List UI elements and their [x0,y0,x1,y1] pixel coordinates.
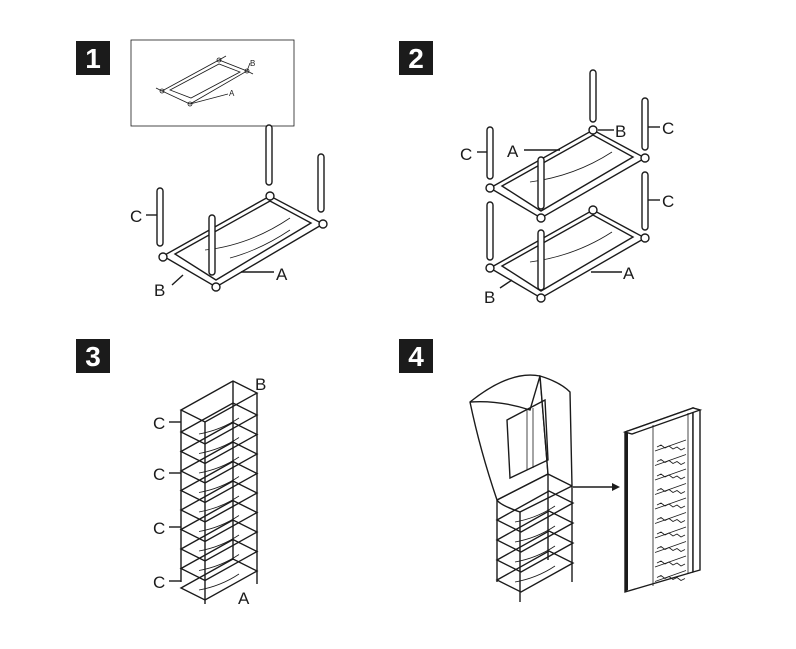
step-2-badge [399,41,433,75]
step-3-shelf-curve [198,573,240,591]
step-3-shelf-curve [198,515,240,532]
step-4-shelf-curve [514,545,556,563]
step-3-label-b: B [255,375,266,394]
step-3-shelf [179,480,259,523]
finished-shelf-mark [656,560,686,567]
finished-shelf-mark [656,488,686,494]
step-3-label-c3: C [153,519,165,538]
step-4-shelf-curve [514,505,556,523]
step-4: 4 [399,339,703,602]
step-2-label-a-bottom: A [623,264,635,283]
finished-shelf-line [654,439,687,452]
finished-shelf-line [654,570,687,582]
step-2-number: 2 [408,43,424,74]
finished-shelf-mark [656,517,686,523]
step-4-shelf-curve [514,525,556,543]
finished-shelf-mark [656,531,686,538]
step-4-finished-unit [622,407,703,593]
step-3-shelf [179,441,259,484]
step-3-shelf-curve [198,437,240,454]
step-3-label-c1: C [153,414,165,433]
step-3-shelf [179,519,259,562]
step-4-number: 4 [408,341,424,372]
step-3-shelf-curve [198,495,240,513]
inset-label-a: A [229,89,235,98]
step-3-label-c2: C [153,465,165,484]
step-3-number: 3 [85,341,101,372]
step-3-badge [76,339,110,373]
step-2-label-c-left: C [460,145,472,164]
step-3-shelf [179,558,259,601]
step-2-label-b-bottom: B [484,288,495,307]
finished-shelf-line [654,541,687,553]
step-3-shelf [179,538,259,582]
step-3-shelf [179,402,259,445]
step-3-label-c4: C [153,573,165,592]
step-1-label-c: C [130,207,142,226]
step-2-label-a: A [507,142,519,161]
step-1-badge [76,41,110,75]
finished-shelf-mark [656,459,686,465]
step-2-bottom-shelf [485,205,650,303]
step-3-shelf-curve [198,534,240,552]
step-4-arrow [573,483,620,491]
step-1-label-b: B [154,281,165,300]
step-1-poles [156,124,325,276]
step-4-shelf [495,490,575,533]
finished-shelf-mark [656,473,686,480]
finished-shelf-mark [656,575,686,581]
finished-shelf-line [654,483,687,495]
step-2: 2 [399,41,674,307]
step-3: 3 B C C C C A [76,339,266,608]
step-4-shelf [495,510,575,553]
finished-shelf-line [654,526,687,539]
finished-shelf-line [654,512,687,524]
step-4-cover [469,374,573,513]
step-4-shelf-curve [514,565,556,583]
step-1: 1 B A [76,39,328,300]
finished-shelf-line [654,497,687,510]
finished-shelf-mark [656,502,686,509]
step-2-label-b-top: B [615,122,626,141]
step-1-label-a: A [276,265,288,284]
step-1-shelf-frame [158,191,328,292]
step-3-shelf [179,460,259,504]
step-2-poles [486,69,649,291]
step-2-label-c-mid-right: C [662,192,674,211]
step-4-partial-tower [495,474,575,602]
step-3-tower [179,380,259,604]
step-3-shelf-curve [198,417,240,435]
finished-shelf-line [654,468,687,481]
inset-label-b: B [250,59,255,68]
step-3-shelf [179,499,259,543]
finished-shelf-line [654,555,687,568]
step-4-badge [399,339,433,373]
step-3-shelf-curve [198,456,240,474]
step-3-shelf-curve [198,476,240,493]
step-1-number: 1 [85,43,101,74]
finished-shelf-line [654,454,687,466]
step-2-label-c-top-right: C [662,119,674,138]
finished-shelf-mark [656,546,686,552]
step-3-label-a: A [238,589,250,608]
step-1-inset: B A [130,39,295,127]
step-4-shelf [495,530,575,573]
step-3-shelf-curve [198,554,240,571]
step-4-shelf [495,550,575,593]
finished-shelf-mark [656,444,686,451]
step-3-shelf [179,421,259,465]
